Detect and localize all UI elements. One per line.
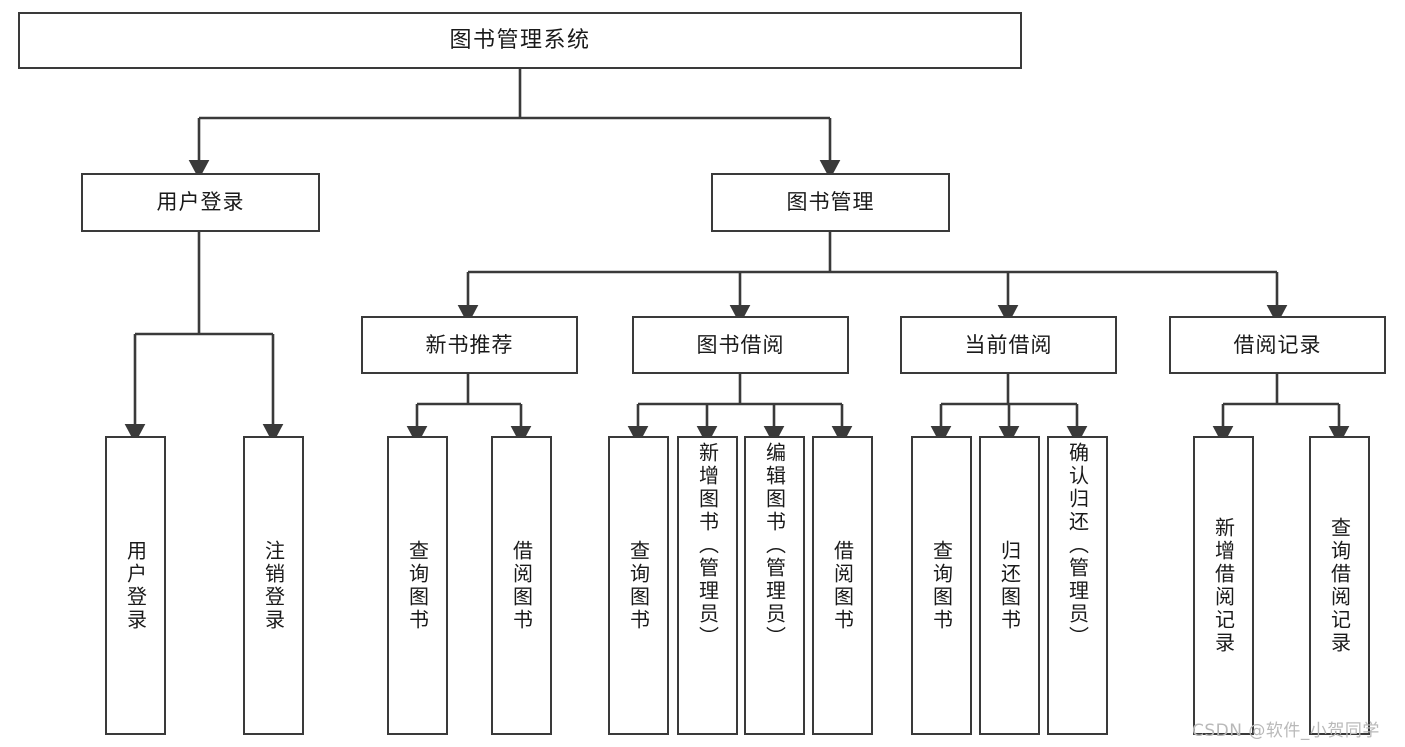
node-leaf-add-book-label: 新增图书（管理员）	[695, 442, 720, 649]
node-book-borrow-label: 图书借阅	[696, 332, 785, 357]
node-leaf-logout-login[interactable]: 注销登录	[243, 436, 304, 735]
node-leaf-query-book-2-label: 查询图书	[626, 539, 651, 632]
node-leaf-query-book-3-label: 查询图书	[929, 539, 954, 632]
node-leaf-borrow-book-1-label: 借阅图书	[509, 539, 534, 632]
node-user-login-label: 用户登录	[156, 190, 245, 215]
node-leaf-return-book[interactable]: 归还图书	[979, 436, 1040, 735]
node-leaf-return-book-label: 归还图书	[997, 539, 1022, 632]
node-leaf-query-book-3[interactable]: 查询图书	[911, 436, 972, 735]
node-leaf-add-record[interactable]: 新增借阅记录	[1193, 436, 1254, 735]
node-root-label: 图书管理系统	[449, 27, 591, 53]
node-current-borrow[interactable]: 当前借阅	[900, 316, 1117, 374]
node-leaf-add-book[interactable]: 新增图书（管理员）	[677, 436, 738, 735]
node-leaf-query-book-2[interactable]: 查询图书	[608, 436, 669, 735]
node-user-login[interactable]: 用户登录	[81, 173, 320, 232]
node-leaf-borrow-book-2[interactable]: 借阅图书	[812, 436, 873, 735]
node-book-manage-label: 图书管理	[786, 190, 875, 215]
node-borrow-record-label: 借阅记录	[1233, 332, 1322, 357]
node-borrow-record[interactable]: 借阅记录	[1169, 316, 1386, 374]
node-leaf-user-login[interactable]: 用户登录	[105, 436, 166, 735]
node-leaf-edit-book-label: 编辑图书（管理员）	[762, 442, 787, 649]
node-leaf-query-record[interactable]: 查询借阅记录	[1309, 436, 1370, 735]
node-leaf-borrow-book-1[interactable]: 借阅图书	[491, 436, 552, 735]
node-leaf-borrow-book-2-label: 借阅图书	[830, 539, 855, 632]
node-leaf-confirm-return-label: 确认归还（管理员）	[1065, 442, 1090, 649]
node-leaf-query-book-1[interactable]: 查询图书	[387, 436, 448, 735]
node-new-book-recommend[interactable]: 新书推荐	[361, 316, 578, 374]
node-leaf-logout-login-label: 注销登录	[261, 539, 286, 632]
node-new-book-recommend-label: 新书推荐	[425, 332, 514, 357]
node-leaf-user-login-label: 用户登录	[123, 539, 148, 632]
node-leaf-add-record-label: 新增借阅记录	[1211, 516, 1236, 655]
csdn-watermark: CSDN @软件_小贺同学	[1192, 721, 1380, 741]
node-leaf-confirm-return[interactable]: 确认归还（管理员）	[1047, 436, 1108, 735]
node-book-borrow[interactable]: 图书借阅	[632, 316, 849, 374]
node-current-borrow-label: 当前借阅	[964, 332, 1053, 357]
node-leaf-edit-book[interactable]: 编辑图书（管理员）	[744, 436, 805, 735]
node-leaf-query-record-label: 查询借阅记录	[1327, 516, 1352, 655]
node-book-manage[interactable]: 图书管理	[711, 173, 950, 232]
node-leaf-query-book-1-label: 查询图书	[405, 539, 430, 632]
node-root[interactable]: 图书管理系统	[18, 12, 1022, 69]
